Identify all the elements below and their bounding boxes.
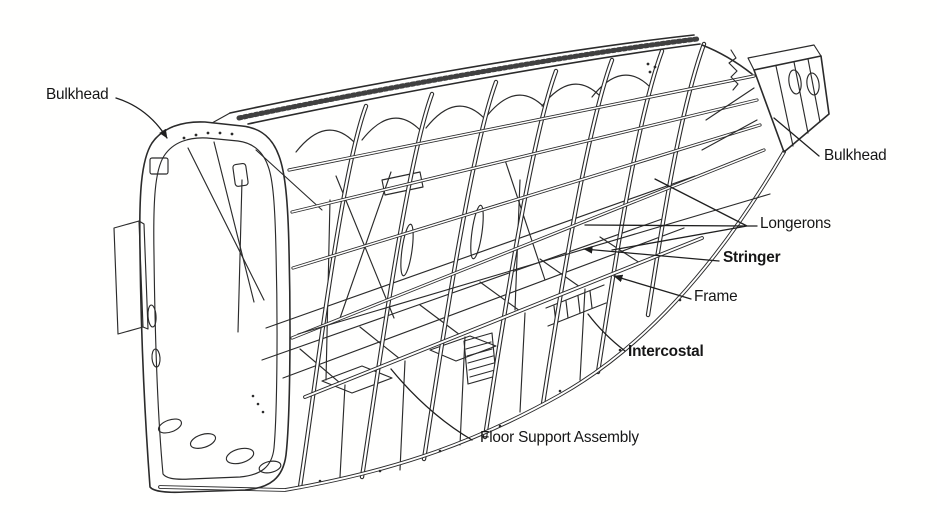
far-frame-arc	[361, 117, 421, 141]
leader-lines	[115, 97, 820, 441]
far-frame-arc	[295, 129, 355, 153]
floor-far-edge	[261, 217, 666, 361]
slot-hole	[151, 348, 161, 368]
floor-support-post	[579, 288, 586, 381]
top-band-front-joint	[211, 112, 231, 124]
label-floor-support-assembly: Floor Support Assembly	[480, 429, 639, 446]
far-side-longeron	[265, 175, 696, 329]
fuselage-drawing-root	[113, 34, 830, 494]
label-longerons: Longerons	[760, 215, 831, 232]
intercostal-rib	[553, 290, 593, 324]
lightening-hole	[258, 460, 282, 474]
label-frame: Frame	[694, 288, 738, 305]
tail-box-top-face	[747, 44, 822, 71]
sill-rivets	[318, 298, 682, 483]
floor-panel	[321, 365, 393, 394]
floor-cross-beam	[479, 281, 521, 312]
tail-box-struts	[775, 58, 821, 147]
floor-panel	[429, 335, 497, 362]
tail-lightening-hole	[806, 72, 820, 96]
frame-arches	[300, 44, 704, 487]
floor-support-post	[459, 336, 466, 446]
front-diagonal-brace	[187, 147, 265, 301]
floor-cross-beam	[539, 258, 581, 288]
aft-bulkhead-outline	[753, 55, 830, 153]
skin-break-zigzag	[728, 49, 739, 91]
left-side-plate	[113, 220, 144, 335]
tail-diagonal-braces	[701, 87, 758, 151]
leader-longerons	[584, 178, 758, 251]
leader-bulkhead-aft	[773, 117, 820, 157]
stringer-line	[297, 193, 771, 335]
longerons-group	[287, 74, 771, 340]
intercostal-upper-chord	[545, 284, 605, 309]
windshield-slant-member	[255, 149, 323, 211]
leader-stringer	[583, 245, 720, 262]
tail-lightening-hole	[788, 69, 802, 95]
leader-floor-support	[390, 368, 473, 441]
tail-section	[701, 44, 830, 153]
top-far-rail	[229, 34, 695, 114]
floor-support-post	[339, 384, 346, 478]
top-near-rail	[247, 43, 701, 125]
label-stringer: Stringer	[723, 249, 781, 266]
far-frame-arc	[485, 94, 545, 118]
bulkhead-joggle	[149, 157, 169, 175]
label-bulkhead-aft: Bulkhead	[824, 147, 887, 164]
leader-intercostal	[587, 313, 626, 352]
bulkhead-lug	[232, 162, 249, 187]
floor-cross-beam	[599, 236, 641, 264]
bulkhead-rivet-holes	[182, 131, 265, 414]
lightening-hole	[225, 447, 255, 465]
leader-frame	[613, 274, 692, 300]
label-intercostal: Intercostal	[628, 343, 704, 360]
leader-bulkhead-front	[115, 97, 168, 139]
far-frame-arc	[425, 105, 485, 129]
far-side-frame-arcs	[265, 74, 696, 329]
top-band-hatching	[236, 36, 700, 121]
rib-lines	[465, 341, 496, 378]
lightening-holes	[147, 304, 282, 474]
left-side-plate-edge	[138, 220, 149, 330]
floor-cross-beam	[419, 304, 461, 336]
ribbed-heel-strip	[463, 332, 497, 385]
front-bulkhead	[113, 121, 291, 494]
far-frame-arc	[591, 74, 651, 98]
top-skin-band	[211, 34, 753, 125]
front-diagonal-brace	[213, 141, 255, 303]
teardrop-lightening-hole	[470, 204, 484, 260]
lightening-hole	[157, 418, 183, 434]
diagonal-brace	[504, 159, 546, 281]
front-bulkhead-inner-flange	[153, 137, 278, 480]
floor-support-post	[399, 360, 406, 471]
floor-support-post	[519, 312, 526, 413]
label-bulkhead-front: Bulkhead	[46, 86, 109, 103]
top-tail-step	[701, 44, 753, 75]
front-vertical-stiffener	[237, 179, 243, 333]
lightening-hole	[189, 433, 217, 449]
teardrop-lightening-hole	[400, 223, 414, 277]
